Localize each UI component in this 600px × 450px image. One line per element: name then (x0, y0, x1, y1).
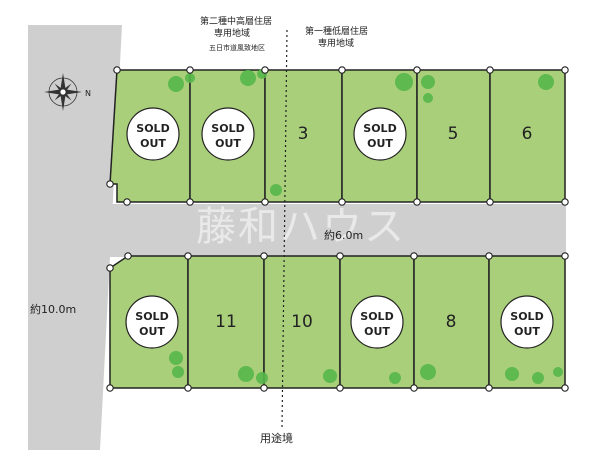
sold-out-line1: SOLD (363, 122, 396, 135)
lot-number: 11 (215, 312, 237, 332)
vertical-road (28, 25, 122, 450)
sold-out-line2: OUT (215, 137, 241, 150)
tree-icon (168, 76, 184, 92)
sold-out-line1: SOLD (360, 310, 393, 323)
zone-boundary-label: 用途境 (260, 431, 293, 445)
sold-out-circle (500, 295, 554, 349)
tree-icon (553, 367, 563, 377)
sold-out-circle (125, 295, 179, 349)
sold-out-line1: SOLD (135, 310, 168, 323)
tree-icon (238, 366, 254, 382)
boundary-marker (106, 180, 114, 188)
horizontal-road (100, 204, 566, 257)
boundary-marker (184, 252, 192, 260)
boundary-marker (338, 198, 346, 206)
boundary-marker (184, 384, 192, 392)
lot-number: 5 (448, 124, 459, 144)
tree-icon (420, 364, 436, 380)
zone-left-line1: 第二種中高層住居 (200, 15, 272, 27)
boundary-marker (410, 384, 418, 392)
sold-out-badge: SOLD OUT (201, 107, 255, 161)
tree-icon (256, 372, 268, 384)
boundary-marker (336, 384, 344, 392)
sold-out-line2: OUT (514, 325, 540, 338)
tree-icon (389, 372, 401, 384)
boundary-marker (413, 198, 421, 206)
tree-icon (240, 70, 256, 86)
boundary-marker (486, 66, 494, 74)
tree-icon (395, 73, 413, 91)
tree-icon (421, 75, 435, 89)
compass-icon: N (44, 73, 91, 111)
sold-out-line2: OUT (367, 137, 393, 150)
sold-out-line2: OUT (140, 137, 166, 150)
lot-number: 10 (291, 312, 313, 332)
horizontal-road-width: 約6.0m (324, 228, 363, 242)
boundary-marker (261, 198, 269, 206)
tree-icon (538, 74, 554, 90)
boundary-marker (485, 252, 493, 260)
sold-out-line1: SOLD (136, 122, 169, 135)
sold-out-line1: SOLD (211, 122, 244, 135)
watermark: 藤和ハウス (196, 204, 406, 250)
boundary-marker (260, 384, 268, 392)
lot-number: 8 (446, 312, 457, 332)
boundary-marker (413, 66, 421, 74)
lot-numbers-layer: 3 5 6 11 10 8 (215, 124, 532, 332)
boundary-marker (124, 252, 132, 260)
boundary-marker (106, 264, 114, 272)
sold-out-line2: OUT (139, 325, 165, 338)
tree-icon (185, 73, 195, 83)
boundary-marker (338, 66, 346, 74)
zone-right-line2: 専用地域 (318, 37, 354, 49)
sold-out-badge: SOLD OUT (353, 107, 407, 161)
boundary-marker (485, 384, 493, 392)
boundary-marker (186, 198, 194, 206)
sold-badges-layer: SOLD OUT SOLD OUT SOLD OUT SOLD OUT SOLD OUT SOLD O… (125, 107, 554, 349)
boundary-marker (186, 66, 194, 74)
boundary-marker (561, 252, 569, 260)
boundary-marker (561, 384, 569, 392)
tree-icon (505, 367, 519, 381)
trees-layer (168, 69, 563, 384)
boundary-marker (561, 198, 569, 206)
boundary-marker (113, 66, 121, 74)
boundary-marker (123, 198, 131, 206)
sold-out-circle (350, 295, 404, 349)
lot-number: 6 (522, 124, 533, 144)
tree-icon (423, 93, 433, 103)
boundary-marker (561, 66, 569, 74)
lot-number: 3 (298, 124, 309, 144)
sold-out-badge: SOLD OUT (125, 295, 179, 349)
sold-out-line2: OUT (364, 325, 390, 338)
tree-icon (532, 372, 544, 384)
corner-markers-layer (106, 66, 569, 392)
zone-left-line3: 五日市道風致地区 (209, 43, 265, 52)
sold-out-badge: SOLD OUT (500, 295, 554, 349)
sold-out-circle (201, 107, 255, 161)
tree-icon (323, 369, 337, 383)
sold-out-badge: SOLD OUT (350, 295, 404, 349)
boundary-marker (486, 198, 494, 206)
boundary-marker (410, 252, 418, 260)
boundary-marker (261, 66, 269, 74)
tree-icon (172, 366, 184, 378)
boundary-marker (260, 252, 268, 260)
zone-right-line1: 第一種低層住居 (305, 25, 368, 37)
zone-left-line2: 専用地域 (214, 27, 250, 39)
boundary-marker (106, 384, 114, 392)
sold-out-circle (353, 107, 407, 161)
compass-letter: N (85, 89, 91, 98)
sold-out-circle (126, 107, 180, 161)
tree-icon (169, 351, 183, 365)
vertical-road-width: 約10.0m (30, 302, 76, 316)
boundary-marker (336, 252, 344, 260)
sold-out-badge: SOLD OUT (126, 107, 180, 161)
sold-out-line1: SOLD (510, 310, 543, 323)
zone-boundary-line (281, 29, 288, 429)
tree-icon (270, 184, 282, 196)
